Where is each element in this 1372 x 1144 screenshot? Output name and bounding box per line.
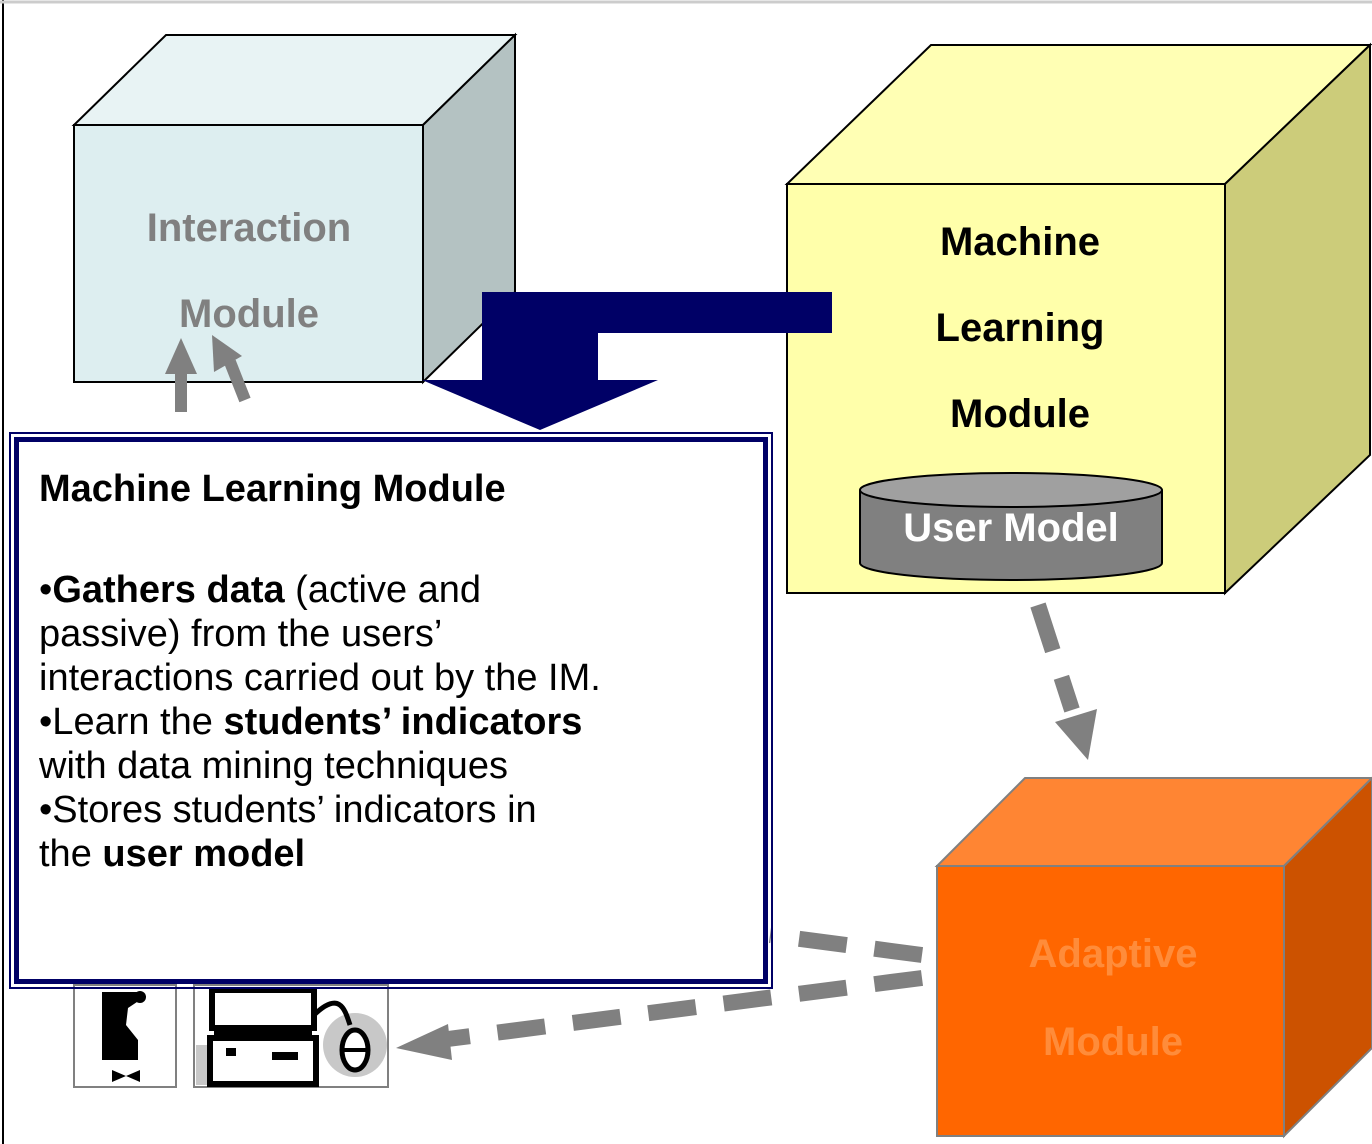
ml-module-label-line2: Learning: [935, 306, 1105, 350]
interaction-module-label-line1: Interaction: [146, 206, 352, 250]
adaptive-module-label-line2: Module: [1043, 1020, 1183, 1064]
info-bullet-1-line-3: interactions carried out by the IM.: [39, 657, 601, 699]
info-bullet-3-line-1: •Stores students’ indicators in: [39, 789, 537, 831]
adaptive-module-label-line1: Adaptive: [1028, 932, 1198, 976]
user-model-label: User Model: [903, 506, 1119, 550]
info-bullet-1-line-2: passive) from the users’: [39, 613, 443, 655]
info-callout-box: Machine Learning Module •Gathers data (a…: [9, 432, 773, 989]
user-model-cylinder: [859, 472, 1163, 581]
adaptive-to-user-arrow: [396, 927, 924, 1060]
info-title: Machine Learning Module: [39, 468, 506, 510]
info-bullet-1-bold: Gathers data: [52, 569, 285, 611]
info-bullet-3-pre: the: [39, 833, 103, 875]
info-bullet-2-bold: students’ indicators: [223, 701, 583, 743]
user-to-interaction-arrows: [165, 335, 251, 412]
info-bullet-3-line-2: the user model: [39, 832, 763, 876]
user-figure-icon: [73, 984, 177, 1088]
adaptive-module-cube: [934, 776, 1372, 1139]
info-bullet-3-bold: user model: [102, 833, 306, 875]
info-bullet-2-pre: •Learn the: [39, 701, 224, 743]
ml-to-adaptive-arrow: [1030, 602, 1097, 760]
info-bullet-1-line-1: •Gathers data (active and: [39, 568, 763, 612]
info-bullet-2-line-2: with data mining techniques: [39, 745, 508, 787]
data-flow-arrow: [422, 292, 832, 430]
ml-module-label-line3: Module: [950, 392, 1090, 436]
bullet-glyph: •: [39, 569, 53, 611]
ml-module-label-line1: Machine: [939, 220, 1101, 264]
interaction-module-label-line2: Module: [179, 292, 319, 336]
computer-icon: [193, 984, 389, 1088]
info-bullet-1-rest: (active and: [284, 569, 482, 611]
info-bullet-2-line-1: •Learn the students’ indicators: [39, 700, 763, 744]
